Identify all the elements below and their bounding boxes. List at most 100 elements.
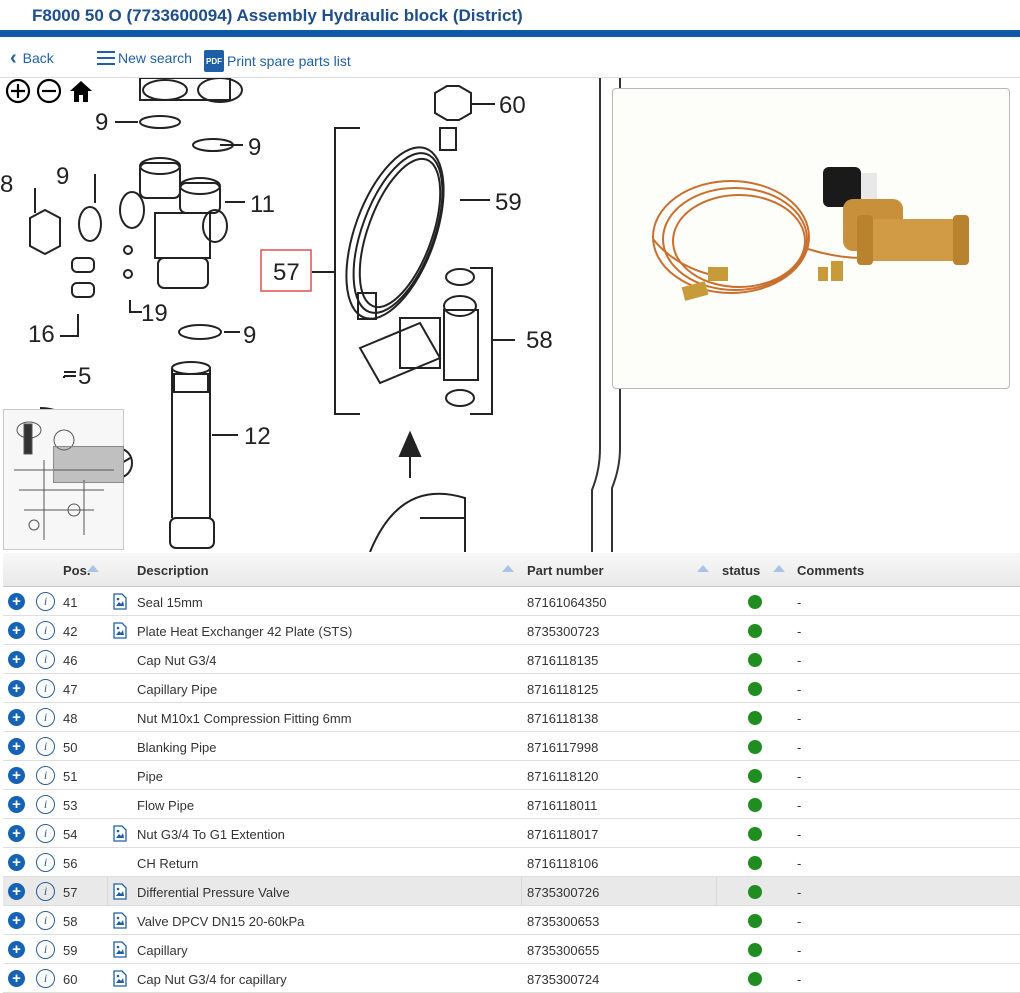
add-to-cart-icon[interactable]: +	[8, 970, 25, 987]
part-image-icon[interactable]	[113, 825, 127, 842]
sort-status-icon[interactable]	[773, 565, 785, 572]
header-status[interactable]: status	[722, 563, 761, 578]
row-part-number: 8716117998	[527, 740, 599, 755]
minimap-thumbnail	[14, 421, 114, 540]
info-icon[interactable]: i	[36, 795, 55, 814]
header-pos[interactable]: Pos.	[63, 563, 91, 578]
row-pos: 54	[63, 827, 78, 842]
row-pos: 41	[63, 595, 78, 610]
part-image-icon[interactable]	[113, 622, 127, 639]
row-description: Valve DPCV DN15 20-60kPa	[137, 914, 305, 929]
drawing-minimap[interactable]	[3, 409, 124, 550]
info-icon[interactable]: i	[36, 882, 55, 901]
back-button[interactable]: ‹ Back	[10, 48, 54, 68]
zoom-in-icon[interactable]	[5, 78, 31, 104]
column-divider	[521, 877, 522, 906]
status-available-indicator	[748, 595, 762, 609]
header-part-number[interactable]: Part number	[527, 563, 604, 578]
part-image-icon[interactable]	[113, 941, 127, 958]
add-to-cart-icon[interactable]: +	[8, 941, 25, 958]
info-icon[interactable]: i	[36, 766, 55, 785]
row-description: Nut G3/4 To G1 Extention	[137, 827, 285, 842]
new-search-button[interactable]: New search	[97, 50, 192, 66]
info-icon[interactable]: i	[36, 853, 55, 872]
status-available-indicator	[748, 624, 762, 638]
row-description: Cap Nut G3/4	[137, 653, 217, 668]
pdf-icon: PDF	[204, 50, 224, 72]
row-comment: -	[797, 624, 802, 639]
part-image-icon[interactable]	[113, 970, 127, 987]
callout-8: 8	[0, 171, 13, 198]
status-available-indicator	[748, 769, 762, 783]
add-to-cart-icon[interactable]: +	[8, 738, 25, 755]
callout-60: 60	[499, 92, 526, 119]
part-image-icon[interactable]	[113, 593, 127, 610]
status-available-indicator	[748, 914, 762, 928]
info-icon[interactable]: i	[36, 621, 55, 640]
sort-pos-icon[interactable]	[87, 565, 99, 572]
row-description: Capillary Pipe	[137, 682, 218, 697]
add-to-cart-icon[interactable]: +	[8, 622, 25, 639]
add-to-cart-icon[interactable]: +	[8, 709, 25, 726]
add-to-cart-icon[interactable]: +	[8, 680, 25, 697]
header-comments[interactable]: Comments	[797, 563, 865, 578]
info-icon[interactable]: i	[36, 679, 55, 698]
callout-9-c: 9	[56, 163, 69, 190]
part-image-icon[interactable]	[113, 912, 127, 929]
callout-58: 58	[526, 327, 553, 354]
home-icon[interactable]	[68, 78, 94, 104]
sort-description-icon[interactable]	[502, 565, 514, 572]
info-icon[interactable]: i	[36, 940, 55, 959]
info-icon[interactable]: i	[36, 824, 55, 843]
info-icon[interactable]: i	[36, 708, 55, 727]
part-photo	[612, 88, 1010, 389]
row-pos: 48	[63, 711, 78, 726]
print-spare-parts-button[interactable]: PDF Print spare parts list	[204, 50, 351, 72]
zoom-out-icon[interactable]	[36, 78, 62, 104]
row-comment: -	[797, 595, 802, 610]
sort-part-number-icon[interactable]	[697, 565, 709, 572]
row-pos: 60	[63, 972, 78, 987]
row-pos: 58	[63, 914, 78, 929]
part-image-icon[interactable]	[113, 883, 127, 900]
info-icon[interactable]: i	[36, 650, 55, 669]
add-to-cart-icon[interactable]: +	[8, 883, 25, 900]
row-pos: 53	[63, 798, 78, 813]
add-to-cart-icon[interactable]: +	[8, 796, 25, 813]
add-to-cart-icon[interactable]: +	[8, 651, 25, 668]
header-description[interactable]: Description	[137, 563, 209, 578]
row-description: Capillary	[137, 943, 188, 958]
row-pos: 57	[63, 885, 78, 900]
add-to-cart-icon[interactable]: +	[8, 767, 25, 784]
add-to-cart-icon[interactable]: +	[8, 854, 25, 871]
add-to-cart-icon[interactable]: +	[8, 593, 25, 610]
menu-icon	[97, 51, 115, 65]
add-to-cart-icon[interactable]: +	[8, 825, 25, 842]
exploded-drawing[interactable]: 60 9 9 8 9 11 59 57 16 19 9 58 5 12	[0, 78, 1020, 552]
row-description: Pipe	[137, 769, 164, 784]
row-part-number: 8735300655	[527, 943, 600, 958]
info-icon[interactable]: i	[36, 592, 55, 611]
minimap-viewport[interactable]	[53, 446, 124, 483]
info-icon[interactable]: i	[36, 969, 55, 988]
info-icon[interactable]: i	[36, 737, 55, 756]
info-icon[interactable]: i	[36, 911, 55, 930]
callout-9-d: 9	[243, 322, 256, 349]
row-pos: 56	[63, 856, 78, 871]
row-part-number: 8735300724	[527, 972, 600, 987]
add-to-cart-icon[interactable]: +	[8, 912, 25, 929]
